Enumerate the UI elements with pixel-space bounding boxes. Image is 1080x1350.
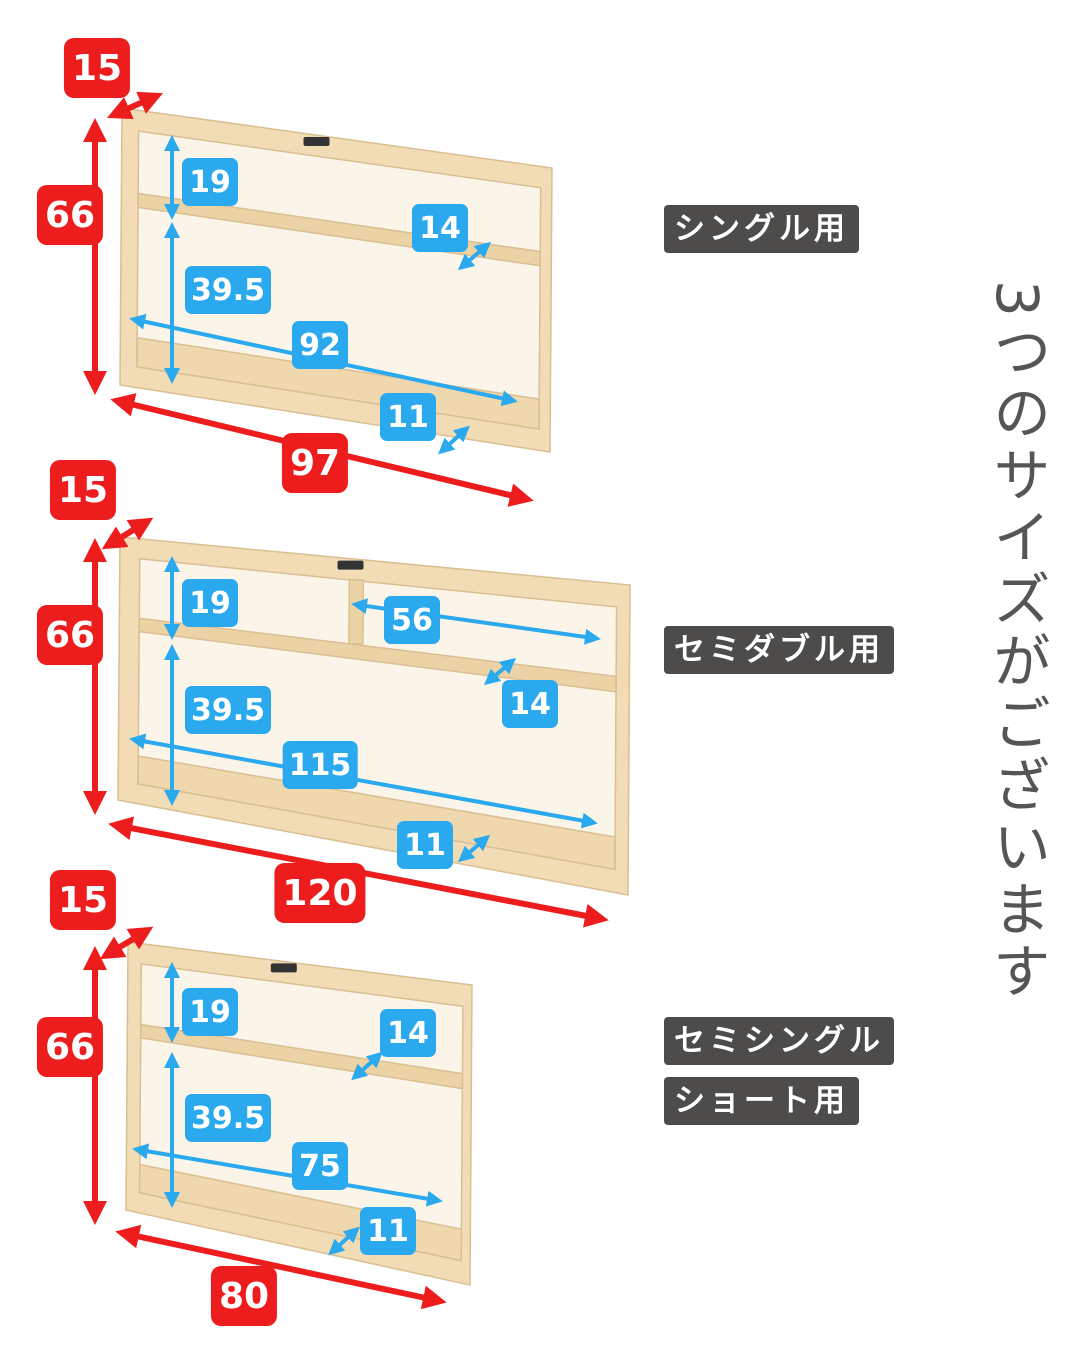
height-badge: 66 xyxy=(36,1017,104,1077)
height-badge: 66 xyxy=(36,605,104,665)
depth-badge: 15 xyxy=(49,460,117,520)
upper-height-badge: 19 xyxy=(182,988,238,1036)
shelf-depth-badge: 14 xyxy=(412,204,468,252)
upper-height-badge: 19 xyxy=(182,158,238,206)
lower-height-badge: 39.5 xyxy=(184,266,272,314)
depth-badge: 15 xyxy=(49,870,117,930)
bottom-depth-badge: 11 xyxy=(397,821,453,869)
divider-board xyxy=(348,579,365,645)
shelf-depth-badge: 14 xyxy=(380,1009,436,1057)
lower-height-badge: 39.5 xyxy=(184,686,272,734)
outlet-icon xyxy=(303,137,330,146)
inner-width-badge: 92 xyxy=(292,321,348,369)
bottom-depth-badge: 11 xyxy=(360,1207,416,1255)
size-label-semi-single-line2: ショート用 xyxy=(664,1077,859,1125)
shelf-depth-badge: 14 xyxy=(502,680,558,728)
lower-height-badge: 39.5 xyxy=(184,1094,272,1142)
inner-dimension-arrows-3 xyxy=(132,962,443,1256)
depth-badge: 15 xyxy=(63,38,131,98)
outer-dimension-arrows-3 xyxy=(83,926,447,1310)
size-label-semi-double: セミダブル用 xyxy=(664,626,894,674)
size-label-single: シングル用 xyxy=(664,205,859,253)
three-sizes-title: 3つのサイズがございます xyxy=(983,280,1051,1003)
width-badge: 120 xyxy=(274,863,366,923)
size-label-semi-single-line1: セミシングル xyxy=(664,1017,894,1065)
width-badge: 97 xyxy=(281,433,349,493)
upper-height-badge: 19 xyxy=(182,579,238,627)
inner-width-badge: 75 xyxy=(292,1142,348,1190)
bottom-depth-badge: 11 xyxy=(380,393,436,441)
height-badge: 66 xyxy=(36,185,104,245)
inner-width-badge: 115 xyxy=(282,741,358,789)
compartment-width-badge: 56 xyxy=(384,596,440,644)
width-badge: 80 xyxy=(210,1266,278,1326)
outlet-icon xyxy=(270,963,297,973)
outlet-icon xyxy=(337,560,364,570)
